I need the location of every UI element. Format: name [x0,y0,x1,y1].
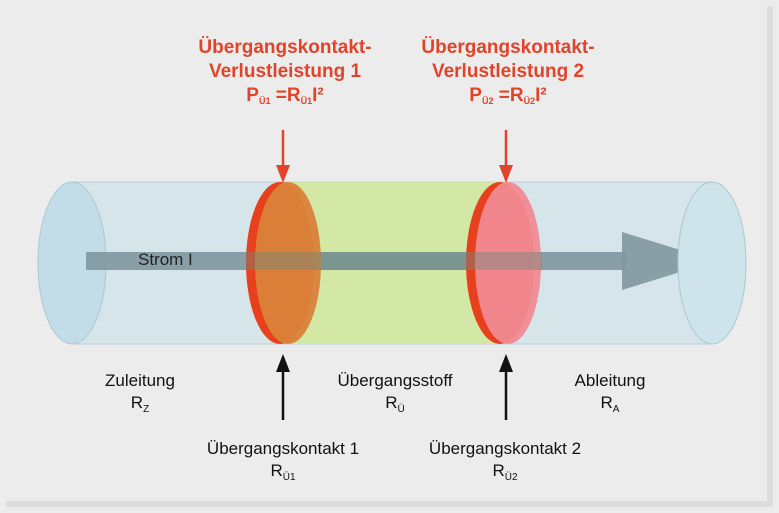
contact2-disk [475,182,541,344]
current-arrow-head [622,232,716,290]
loss-power-2-line2: Verlustleistung 2 [431,61,585,82]
current-label: Strom I [138,250,193,269]
black-arrow-2-head [499,354,513,372]
contact1-disk [255,182,321,344]
supply-line-label: Zuleitung RZ [105,371,175,415]
red-arrow-1-head [276,165,290,183]
loss-power-1-line1: Übergangskontakt- [198,37,372,58]
loss-power-1-formula: PÜ1 =RÜ1I² [246,85,324,106]
drain-line-label: Ableitung RA [574,371,646,415]
contact-2-label: Übergangskontakt 2 RÜ2 [428,439,582,483]
current-arrow-overlay [246,252,542,270]
loss-power-1-line2: Verlustleistung 1 [208,61,362,82]
loss-power-2-formula: PÜ2 =RÜ2I² [469,85,547,106]
red-arrow-2-head [499,165,513,183]
loss-power-2-line1: Übergangskontakt- [421,37,595,58]
transition-material-label: Übergangsstoff RÜ [337,371,453,415]
loss-power-2-label: Übergangskontakt- Verlustleistung 2 PÜ2 … [413,36,603,113]
black-arrow-1-head [276,354,290,372]
tube-right-end [677,181,747,345]
contact-1-label: Übergangskontakt 1 RÜ1 [206,439,360,483]
loss-power-1-label: Übergangskontakt- Verlustleistung 1 PÜ1 … [190,36,380,113]
